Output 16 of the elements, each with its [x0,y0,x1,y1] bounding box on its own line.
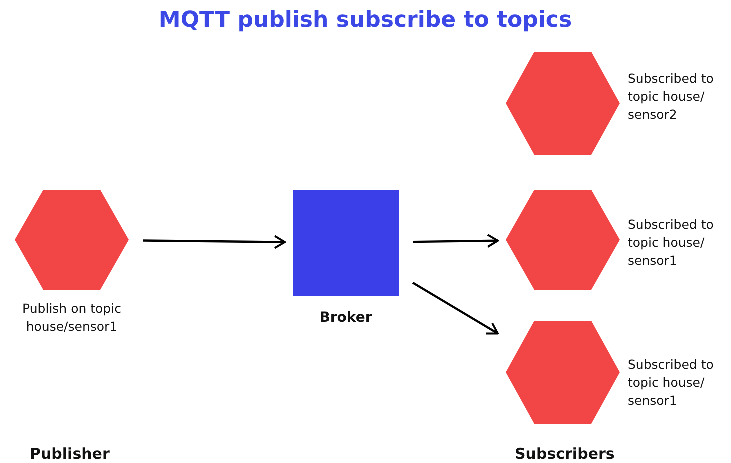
square-node [293,190,399,296]
node-caption: Subscribed to topic house/ sensor1 [628,216,715,270]
arrow [412,234,499,248]
hexagon-node [506,321,620,424]
diagram-title: MQTT publish subscribe to topics [158,7,574,35]
hexagon-node [506,52,620,155]
node-caption: Subscribed to topic house/ sensor1 [628,356,715,410]
node-caption: Broker [318,309,374,327]
group-label: Publisher [30,444,110,463]
group-label: Subscribers [515,444,615,463]
hexagon-node [506,190,620,290]
node-caption: Publish on topic house/sensor1 [22,300,122,336]
node-caption: Subscribed to topic house/ sensor2 [628,70,715,124]
arrow [412,282,499,335]
hexagon-node [15,190,129,290]
arrow [142,235,286,250]
